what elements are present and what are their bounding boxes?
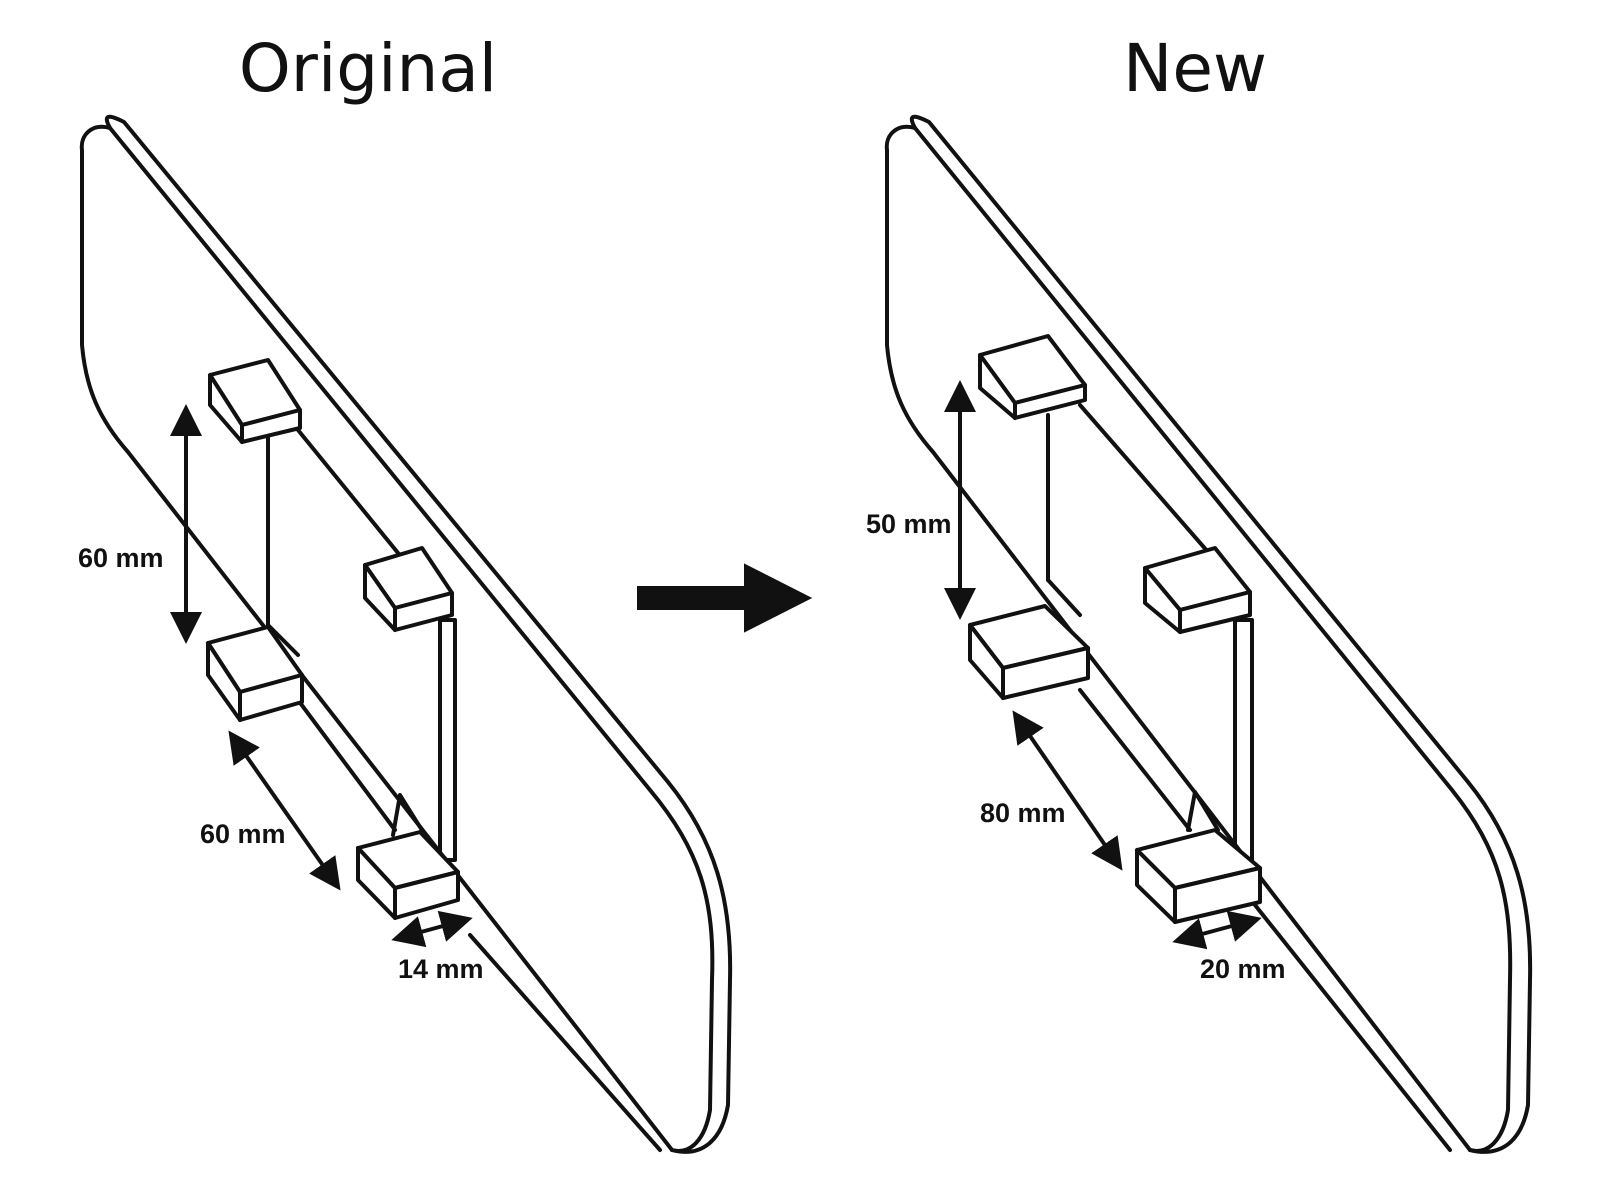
original-width-dimension-label: 14 mm: [398, 954, 484, 984]
panel-title-original: Original: [238, 30, 498, 107]
new-width-dimension-arrow: [1172, 910, 1262, 950]
new-diagonal-dimension-label: 80 mm: [980, 798, 1066, 828]
new-vertical-dimension-label: 50 mm: [866, 509, 952, 539]
original-block-bottom: [356, 830, 460, 920]
right-arrow-icon: [637, 563, 813, 633]
original-panel: 60 mm 60 mm 14 mm: [78, 114, 733, 1154]
original-diagonal-dimension-label: 60 mm: [200, 819, 286, 849]
new-block-bottom: [1135, 828, 1262, 924]
new-width-dimension-label: 20 mm: [1200, 954, 1286, 984]
original-diagonal-dimension-arrow: [228, 730, 341, 891]
new-plate: [884, 114, 1533, 1154]
new-block-top: [978, 334, 1087, 420]
original-block-mid-right: [363, 546, 454, 632]
original-plate: [79, 114, 733, 1154]
new-diagonal-dimension-arrow: [1012, 710, 1123, 871]
original-block-top: [208, 358, 302, 444]
original-vertical-dimension-label: 60 mm: [78, 543, 164, 573]
original-rails: [266, 428, 662, 1152]
original-block-mid-left: [206, 625, 304, 722]
new-block-mid-right: [1143, 546, 1252, 634]
new-panel: 50 mm 80 mm 20 mm: [866, 114, 1533, 1154]
original-width-dimension-arrow: [391, 910, 473, 948]
panel-title-new: New: [1123, 30, 1267, 107]
new-block-mid-left: [968, 604, 1090, 700]
